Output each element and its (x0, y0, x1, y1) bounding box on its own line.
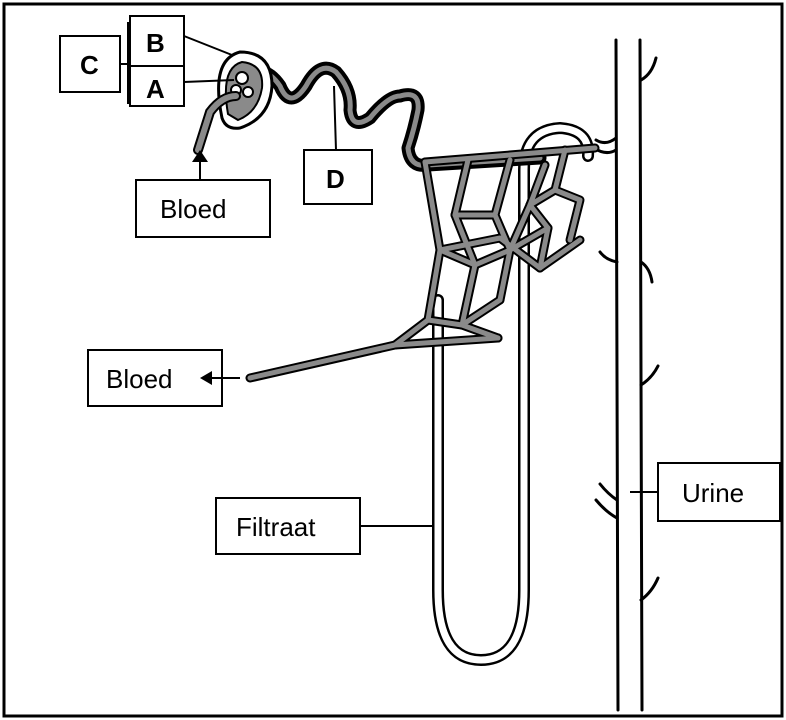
label-blood-in: Bloed (136, 150, 270, 237)
label-b-text: B (146, 28, 165, 58)
label-blood-in-text: Bloed (160, 194, 227, 224)
label-c-text: C (80, 50, 99, 80)
label-filtrate: Filtraat (216, 498, 434, 554)
label-urine: Urine (630, 463, 780, 521)
label-d: D (304, 86, 372, 204)
label-blood-out-text: Bloed (106, 364, 173, 394)
label-urine-text: Urine (682, 478, 744, 508)
convoluted-tubule (243, 68, 540, 165)
collecting-duct (594, 40, 658, 710)
label-d-text: D (326, 164, 345, 194)
label-b: B (130, 16, 232, 66)
capillary-lumen (250, 148, 595, 378)
label-a-text: A (146, 74, 165, 104)
label-filtrate-text: Filtraat (236, 512, 316, 542)
label-blood-out: Bloed (88, 350, 240, 406)
label-c: C (60, 22, 128, 104)
